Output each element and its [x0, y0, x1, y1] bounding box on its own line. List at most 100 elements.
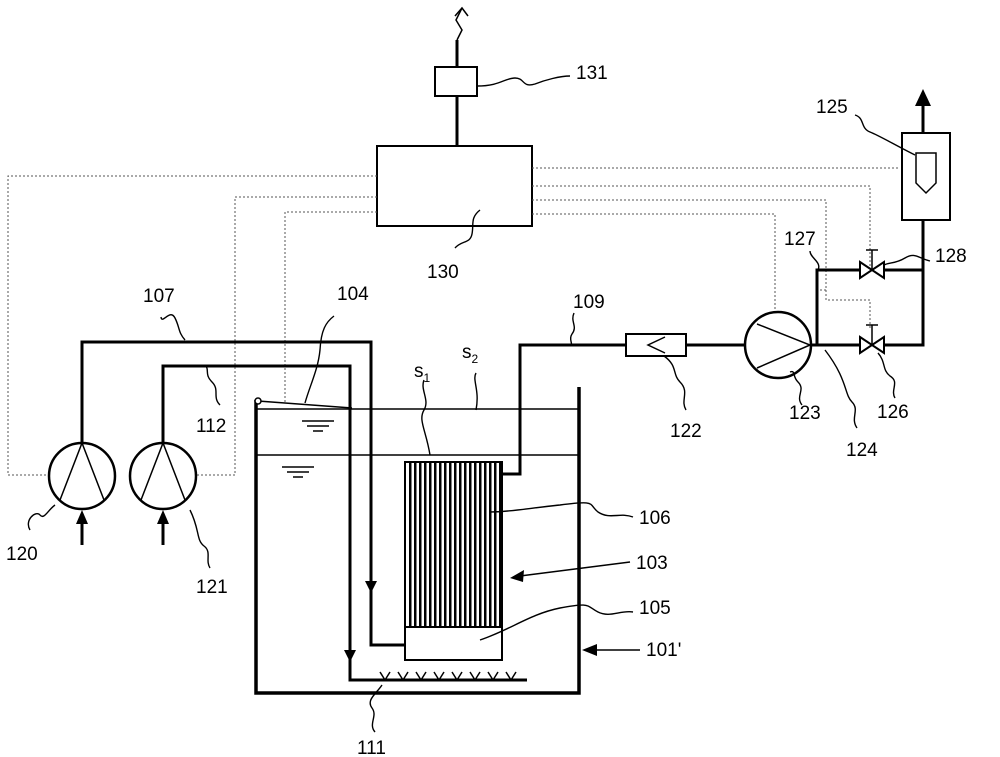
control-line-to-pressure-127	[532, 199, 827, 291]
membrane-fiber	[449, 463, 452, 626]
line-107	[80, 340, 405, 647]
membrane-fiber	[489, 463, 492, 626]
leader-122	[663, 355, 687, 411]
membrane-fiber	[409, 463, 412, 626]
membrane-fiber	[434, 463, 437, 626]
label-111: 111	[357, 738, 386, 757]
label-120: 120	[6, 544, 38, 565]
flowmeter-symbol	[915, 152, 937, 195]
membrane-fiber	[424, 463, 427, 626]
permeate-line-109	[502, 343, 626, 476]
label-130: 130	[427, 262, 459, 283]
control-line-to-valve-128	[532, 185, 871, 268]
control-line-to-pump-121	[195, 196, 377, 476]
leader-128	[883, 254, 931, 266]
control-line-to-sensor-104	[284, 211, 377, 403]
line-124-return	[884, 220, 925, 347]
membrane-fiber	[444, 463, 447, 626]
controller-box-130	[376, 145, 533, 227]
label-127: 127	[784, 229, 816, 250]
pump-123-symbol	[756, 323, 812, 369]
pump-123	[743, 310, 813, 380]
label-131: 131	[576, 63, 608, 84]
label-107: 107	[143, 286, 175, 307]
label-124: 124	[846, 440, 878, 461]
leader-107	[160, 314, 186, 341]
leader-131	[476, 75, 571, 87]
membrane-fiber	[439, 463, 442, 626]
membrane-fiber	[499, 463, 502, 626]
arrow-103-head	[510, 570, 524, 582]
pump-120	[47, 441, 117, 511]
bypass-branch-127	[815, 268, 860, 345]
aerator-111	[379, 671, 517, 682]
arrow-103-line	[519, 561, 631, 577]
leader-124	[824, 349, 858, 429]
label-101: 101'	[646, 640, 681, 661]
leader-106	[489, 502, 634, 518]
membrane-fiber	[459, 463, 462, 626]
label-122: 122	[670, 421, 702, 442]
output-arrow-head	[454, 6, 469, 17]
label-126: 126	[877, 402, 909, 423]
membrane-fiber	[479, 463, 482, 626]
label-123: 123	[789, 403, 821, 424]
control-line-to-pump-120	[7, 175, 377, 476]
membrane-fiber	[414, 463, 417, 626]
line-112	[161, 364, 527, 682]
pump-120-inlet-arrow	[76, 510, 88, 524]
label-105: 105	[639, 598, 671, 619]
leader-105	[479, 604, 634, 641]
membrane-fiber	[474, 463, 477, 626]
leader-104	[304, 315, 335, 404]
line-107-arrow	[365, 581, 377, 593]
leader-126	[877, 352, 896, 399]
leader-120	[27, 504, 56, 531]
membrane-fibers-106	[409, 463, 502, 626]
check-valve-symbol	[646, 336, 666, 354]
label-103: 103	[636, 553, 668, 574]
leader-125	[854, 114, 916, 156]
leader-111	[369, 684, 383, 733]
membrane-fiber	[429, 463, 432, 626]
pump-121	[128, 441, 198, 511]
component-131-box	[434, 66, 478, 97]
label-s2: s2	[462, 342, 479, 366]
membrane-fiber	[494, 463, 497, 626]
leader-123	[789, 370, 803, 406]
flowmeter-125	[901, 132, 951, 221]
leader-127	[809, 250, 820, 271]
leader-112	[204, 364, 221, 406]
module-base-105	[404, 626, 503, 661]
level-sensor-104	[257, 400, 353, 409]
label-106: 106	[639, 508, 671, 529]
level-symbol-upper	[302, 420, 334, 432]
leader-s1	[421, 379, 431, 456]
membrane-fiber	[464, 463, 467, 626]
control-line-to-valve-126	[825, 290, 871, 330]
label-112: 112	[196, 416, 226, 437]
label-121: 121	[196, 577, 228, 598]
leader-109	[569, 312, 575, 346]
control-line-to-pump-123	[532, 213, 776, 322]
membrane-fiber	[484, 463, 487, 626]
label-128: 128	[935, 246, 967, 267]
membrane-fiber	[469, 463, 472, 626]
output-zigzag-arrow	[455, 7, 463, 41]
pump-121-inlet-arrow	[157, 510, 169, 524]
check-valve-122	[625, 333, 687, 357]
line-112-arrow	[344, 650, 356, 662]
label-s1: s1	[414, 361, 431, 385]
label-104: 104	[337, 284, 369, 305]
flowmeter-outlet-arrow	[915, 89, 931, 106]
leader-121	[189, 509, 211, 569]
membrane-fiber	[419, 463, 422, 626]
leader-s2	[474, 372, 478, 411]
level-symbol-lower	[282, 466, 314, 478]
level-sensor-pivot	[254, 397, 262, 405]
membrane-fiber	[454, 463, 457, 626]
arrow-101-head	[582, 644, 597, 656]
leader-130	[454, 209, 481, 249]
